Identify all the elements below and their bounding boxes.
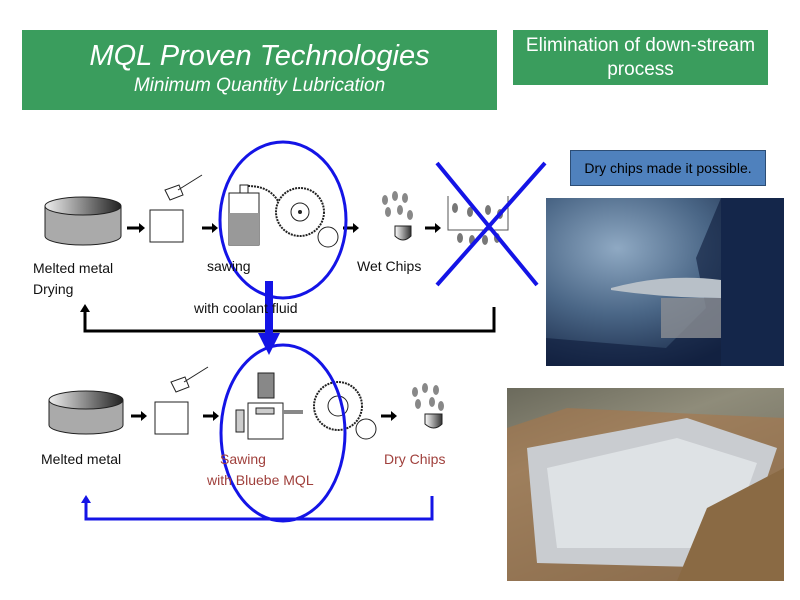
saw-blade-photo: [546, 198, 784, 366]
highlight-ellipse: [218, 140, 348, 300]
label-coolant: with coolant fluid: [194, 300, 298, 316]
title-banner: MQL Proven Technologies Minimum Quantity…: [22, 30, 497, 110]
mql-unit-icon: [235, 372, 303, 440]
arrow-head-icon: [139, 223, 145, 233]
mold-icon: [149, 209, 184, 243]
label-melted-metal: Melted metal: [33, 260, 114, 276]
cross-out-icon: [435, 161, 547, 287]
label-sawing: sawing: [207, 258, 251, 274]
coolant-tank-icon: [228, 184, 260, 246]
callout-box: Dry chips made it possible.: [570, 150, 766, 186]
side-title-banner: Elimination of down-stream process: [513, 30, 768, 85]
melting-pot-icon-2: [48, 390, 124, 435]
label-group: Melted metal Drying: [33, 258, 113, 300]
label-drying: Drying: [33, 281, 74, 297]
label-melted-metal-2: Melted metal: [41, 451, 122, 467]
mold-icon-2: [154, 401, 189, 435]
label-dry-chips: Dry Chips: [384, 451, 446, 467]
saw-blade-icon: [275, 187, 339, 248]
saw-blade-icon-2: [313, 381, 377, 440]
title-main: MQL Proven Technologies: [89, 40, 430, 72]
label-sawing-mql: Sawing: [220, 451, 266, 467]
label-sawing-mql-2: with Bluebe MQL: [207, 472, 314, 488]
dry-chips-bin-photo: [507, 388, 784, 581]
down-arrow-icon: [258, 333, 280, 355]
return-arrow: [83, 307, 496, 333]
title-subtitle: Minimum Quantity Lubrication: [133, 75, 386, 96]
melting-pot-icon: [44, 196, 122, 246]
highlight-ellipse-2: [219, 343, 347, 523]
drying-tray-icon: [447, 196, 509, 245]
dry-chips-icon: [412, 383, 444, 429]
return-arrow-2: [84, 496, 434, 521]
wet-chips-icon: [382, 191, 413, 241]
label-wet-chips: Wet Chips: [357, 258, 422, 274]
ladle-icon: [164, 174, 203, 201]
